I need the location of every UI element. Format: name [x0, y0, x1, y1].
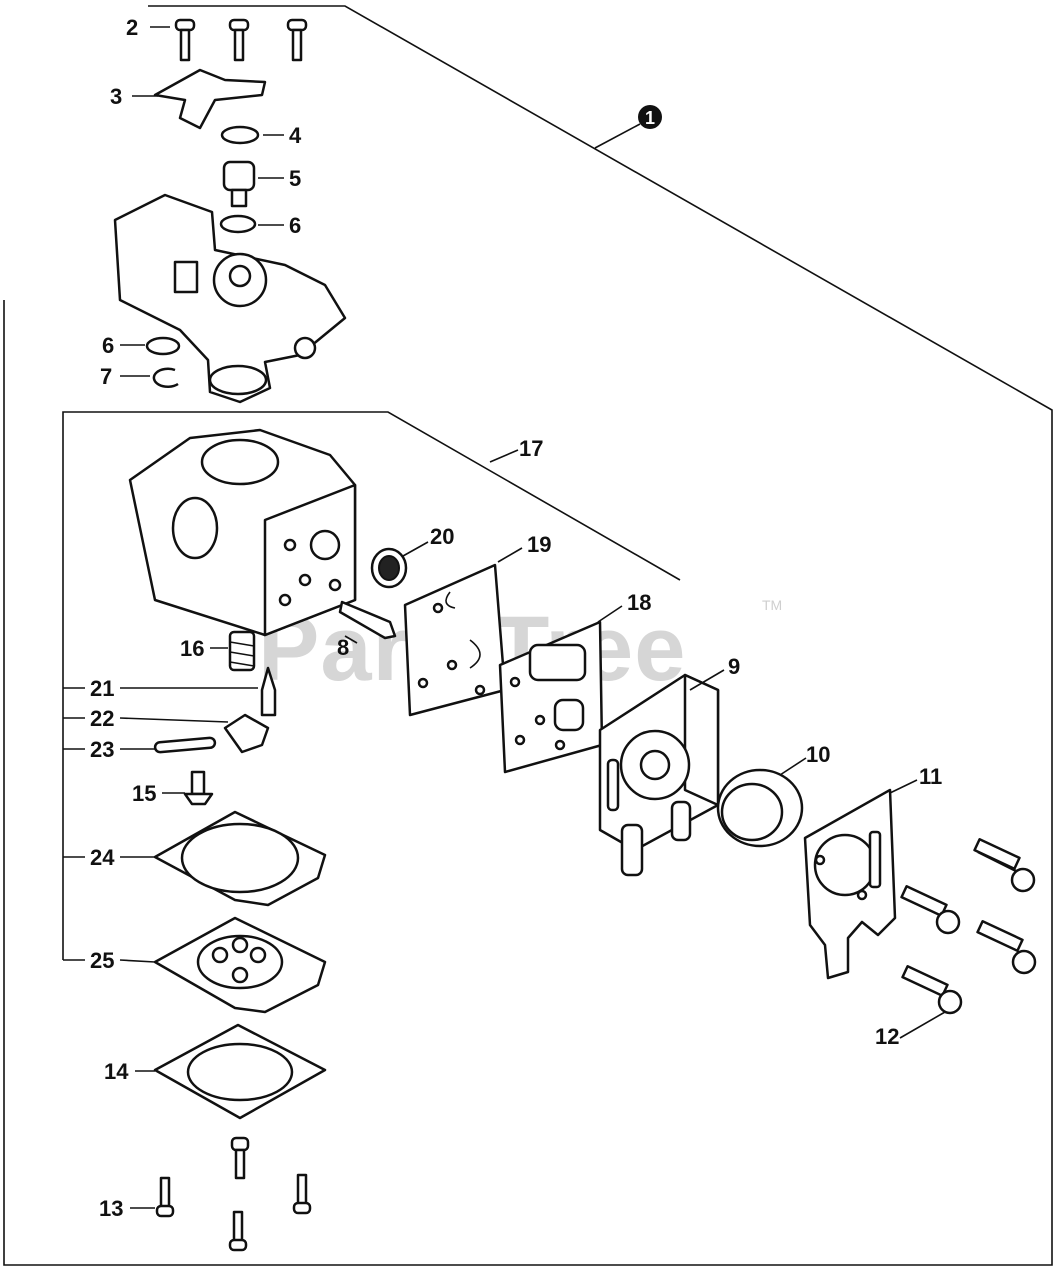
callout-14: 14 [104, 1059, 129, 1084]
adjust-screw-icon [222, 160, 256, 208]
throttle-body-icon [113, 193, 347, 404]
gasket-icon-19 [403, 563, 507, 717]
filter-screen-icon [370, 547, 408, 589]
washer-icon-upper [219, 214, 257, 234]
assembly-number: 1 [645, 108, 655, 128]
o-ring-icon [220, 125, 260, 145]
callout-8: 8 [337, 635, 349, 660]
callout-22: 22 [90, 706, 114, 731]
e-clip-icon [152, 367, 179, 388]
gasket-icon-24 [153, 810, 327, 907]
screw-icon-13 [155, 1136, 312, 1252]
callout-17: 17 [519, 436, 543, 461]
callout-12: 12 [875, 1024, 899, 1049]
callout-3: 3 [110, 84, 122, 109]
throttle-plate-icon [153, 68, 267, 130]
callout-4: 4 [289, 123, 302, 148]
carburetor-body-icon [128, 428, 357, 637]
primer-bulb-icon [716, 768, 804, 848]
lever-pin-icon [153, 736, 217, 754]
callout-9: 9 [728, 654, 740, 679]
callout-24: 24 [90, 845, 115, 870]
callout-15: 15 [132, 781, 156, 806]
kit-frame [62, 411, 681, 960]
pump-body-icon [598, 673, 720, 877]
spring-icon [228, 630, 256, 672]
screw-icon-15 [183, 770, 214, 806]
callout-21: 21 [90, 676, 114, 701]
screw-icon-top [174, 18, 308, 62]
cover-icon [153, 1023, 327, 1120]
callout-20: 20 [430, 524, 454, 549]
inlet-needle-icon [260, 666, 277, 717]
callout-16: 16 [180, 636, 204, 661]
callout-13: 13 [99, 1196, 123, 1221]
gasket-icon-18 [498, 620, 604, 774]
callout-18: 18 [627, 590, 651, 615]
callout-5: 5 [289, 166, 301, 191]
callout-2: 2 [126, 15, 138, 40]
screw-icon-12 [900, 838, 1037, 1015]
callout-6-lower: 6 [102, 333, 114, 358]
callout-19: 19 [527, 532, 551, 557]
leader-lines [119, 26, 946, 1209]
callout-23: 23 [90, 737, 114, 762]
metering-lever-icon [223, 713, 270, 754]
needle-valve-icon [338, 600, 397, 640]
callout-25: 25 [90, 948, 114, 973]
callout-6-upper: 6 [289, 213, 301, 238]
assembly-frame [3, 5, 1053, 1266]
callout-labels: 2 3 4 5 6 6 7 17 20 19 18 8 16 21 22 23 … [90, 15, 942, 1221]
callout-10: 10 [806, 742, 830, 767]
callout-7: 7 [100, 364, 112, 389]
washer-icon-lower [145, 336, 181, 356]
assembly-badge: 1 [594, 105, 662, 149]
retainer-plate-icon [803, 788, 897, 980]
callout-11: 11 [919, 764, 942, 789]
diaphragm-icon [153, 916, 327, 1014]
trademark-mark: TM [762, 597, 782, 613]
